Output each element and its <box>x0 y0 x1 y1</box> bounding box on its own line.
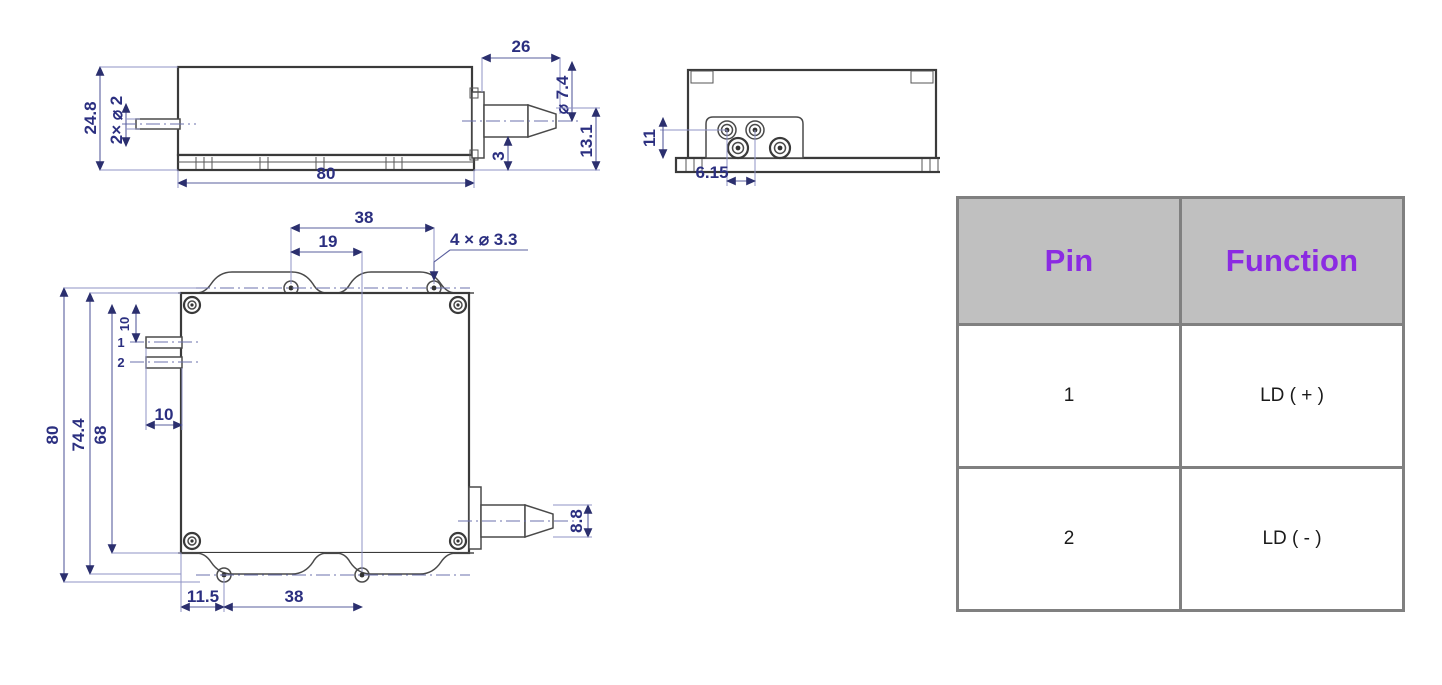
lead-label-2: 2 <box>117 355 124 370</box>
dim-dia-7-4: ⌀ 7.4 <box>553 75 572 114</box>
dim-8-8: 8.8 <box>567 509 586 533</box>
side-elevation-view: 24.8 2× ⌀ 2 80 26 ⌀ 7.4 13.1 3 <box>81 37 601 188</box>
corner-screws <box>182 295 468 551</box>
rear-elevation-view: 11 6.15 <box>640 68 940 186</box>
dim-10-horizontal: 10 <box>155 405 174 424</box>
dim-38-bottom: 38 <box>285 587 304 606</box>
dim-13-1: 13.1 <box>577 124 596 157</box>
cell-function-2: LD ( - ) <box>1179 466 1405 612</box>
dim-4x-dia-3-3: 4 × ⌀ 3.3 <box>450 230 517 249</box>
dim-80-length: 80 <box>317 164 336 183</box>
dim-10-vertical: 10 <box>117 317 132 331</box>
table-header-row: Pin Function <box>956 196 1405 326</box>
pin-function-table: Pin Function 1 LD ( + ) 2 LD ( - ) <box>956 196 1405 612</box>
mechanical-drawing-svg: 24.8 2× ⌀ 2 80 26 ⌀ 7.4 13.1 3 <box>43 37 940 612</box>
dim-26: 26 <box>512 37 531 56</box>
dim-3: 3 <box>489 151 508 160</box>
top-plan-view: 1 2 38 19 4 × ⌀ 3.3 80 74.4 <box>43 208 593 612</box>
dim-11: 11 <box>640 129 659 147</box>
dim-38-top: 38 <box>355 208 374 227</box>
cell-function-1: LD ( + ) <box>1179 323 1405 469</box>
table-row: 1 LD ( + ) <box>956 323 1405 469</box>
dim-80-width: 80 <box>43 426 62 445</box>
cell-pin-2: 2 <box>956 466 1182 612</box>
rear-base-slots <box>685 159 939 171</box>
cell-pin-1: 1 <box>956 323 1182 469</box>
dim-74-4: 74.4 <box>69 418 88 452</box>
dim-2x-dia-2: 2× ⌀ 2 <box>107 96 126 145</box>
base-plate-slots <box>178 157 474 169</box>
dim-24-8: 24.8 <box>81 101 100 134</box>
dim-11-5: 11.5 <box>187 587 219 606</box>
technical-drawing: 24.8 2× ⌀ 2 80 26 ⌀ 7.4 13.1 3 <box>43 37 940 612</box>
dim-68: 68 <box>91 426 110 445</box>
dim-19: 19 <box>319 232 338 251</box>
dim-6-15: 6.15 <box>695 163 728 182</box>
header-function: Function <box>1179 196 1405 326</box>
header-pin: Pin <box>956 196 1182 326</box>
lead-label-1: 1 <box>117 335 124 350</box>
table-row: 2 LD ( - ) <box>956 466 1405 612</box>
